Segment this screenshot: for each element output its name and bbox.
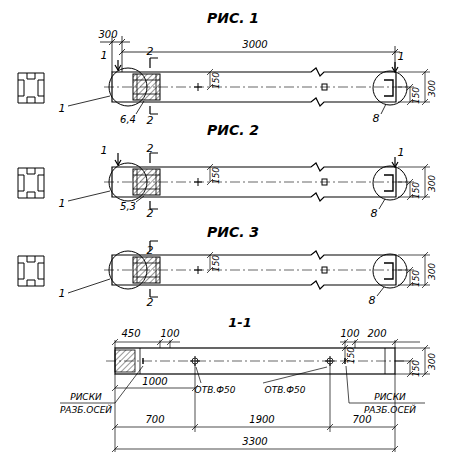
dimension: 300 — [429, 352, 438, 369]
dimension: 700 — [352, 415, 371, 425]
dimension: 1900 — [249, 415, 274, 425]
callout-number: 1 — [398, 147, 405, 158]
figure-title: РИСКИ — [374, 393, 406, 402]
callout-number: 2 — [147, 208, 154, 219]
dimension: 200 — [367, 329, 386, 339]
dimension: 150 — [413, 269, 422, 286]
dimension: 5,3 — [120, 202, 136, 212]
dimension: 150 — [213, 71, 222, 88]
dimension: 100 — [160, 329, 179, 339]
figure-title: РИСКИ — [70, 393, 102, 402]
dimension: 300 — [98, 30, 117, 40]
callout-number: 8 — [369, 295, 376, 306]
callout-number: 8 — [371, 208, 378, 219]
dimension: 150 — [413, 181, 422, 198]
note-text: ОТВ.Ф50 — [265, 386, 306, 395]
figure-title: РИС. 2 — [207, 123, 259, 137]
note-text: ОТВ.Ф50 — [195, 386, 236, 395]
dimension: 150 — [213, 166, 222, 183]
dimension: 150 — [413, 359, 422, 376]
callout-number: 1 — [59, 198, 66, 209]
dimension: 1000 — [142, 377, 167, 387]
dimension: 700 — [145, 415, 164, 425]
section-mark: 2 — [147, 46, 154, 57]
figure-title: 1-1 — [228, 316, 252, 329]
callout-number: 8 — [373, 113, 380, 124]
section-mark: 2 — [147, 115, 154, 126]
dimension: 150 — [213, 254, 222, 271]
dimension: 300 — [429, 79, 438, 96]
callout-number: 1 — [101, 145, 108, 156]
note-text: РАЗБ.ОСЕЙ — [364, 406, 416, 415]
callout-number: 2 — [147, 297, 154, 308]
dimension: 150 — [413, 86, 422, 103]
callout-number: 1 — [59, 103, 66, 114]
dimension: 300 — [429, 174, 438, 191]
section-mark: 1 — [398, 51, 405, 62]
dimension: 100 — [340, 329, 359, 339]
note-text: РАЗБ.ОСЕЙ — [60, 406, 112, 415]
callout-number: 1 — [59, 288, 66, 299]
callout-number: 2 — [147, 245, 154, 256]
dimension: 3300 — [242, 437, 267, 447]
dimension: 450 — [121, 329, 140, 339]
figure-title: РИС. 3 — [207, 225, 259, 239]
dimension: 150 — [348, 346, 357, 363]
callout-number: 2 — [147, 143, 154, 154]
callout-number: 6,4 — [120, 115, 136, 125]
dimension: 300 — [429, 262, 438, 279]
section-mark: 1 — [101, 50, 108, 61]
figure-title: РИС. 1 — [207, 11, 259, 25]
dimension: 3000 — [242, 40, 267, 50]
